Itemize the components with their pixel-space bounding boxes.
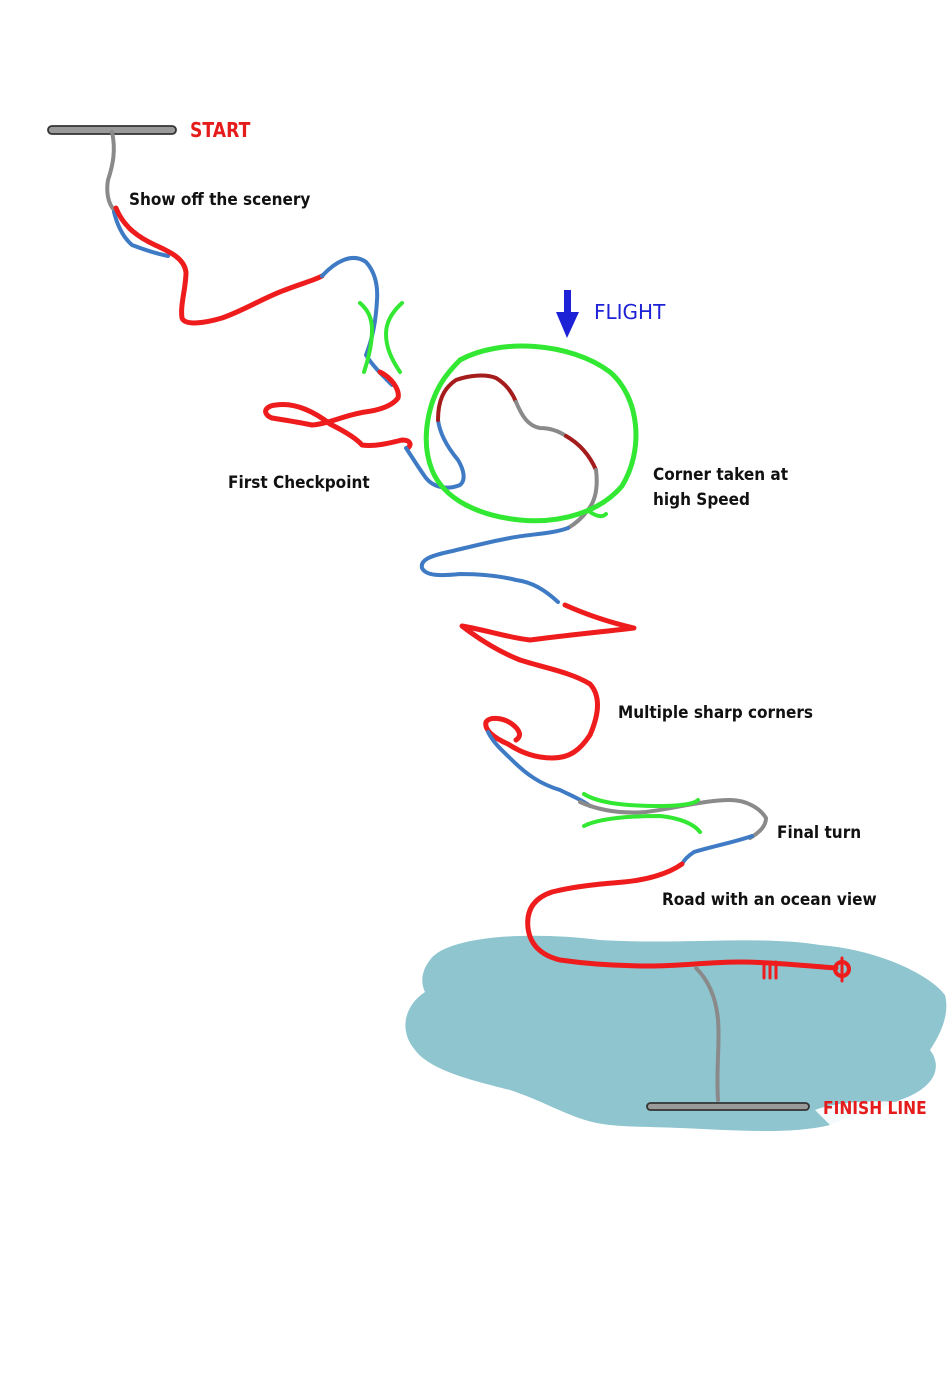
checkpoint-flight-circle: [423, 343, 639, 524]
track-segment-flight-loop-exit: [566, 468, 599, 530]
start-label: START: [190, 118, 251, 142]
ocean-area: [405, 935, 947, 1132]
finish-bar-icon: [646, 1102, 810, 1111]
track-segment-flight-loop-right: [564, 434, 598, 472]
track-segment-flight-loop-mid: [514, 400, 568, 438]
track-segment-start-connector: [105, 130, 116, 212]
track-segment-final-exit: [680, 834, 754, 866]
checkpoint-bracket-icon: [358, 301, 404, 374]
ocean-view-label: Road with an ocean view: [662, 890, 877, 910]
checkpoint-markers: [358, 301, 702, 834]
track-segment-final-turn: [578, 798, 768, 840]
track-segment-sharp-corners: [459, 602, 637, 761]
track-segment-hairpin: [263, 369, 413, 451]
finish-label: FINISH LINE: [823, 1098, 927, 1119]
track-segment-flight-loop-top: [436, 373, 518, 422]
track-segment-ocean-road: [525, 861, 839, 971]
sharp-corners-label: Multiple sharp corners: [618, 703, 814, 723]
first-checkpoint-label: First Checkpoint: [228, 473, 370, 493]
track-segment-finish-connector: [694, 966, 721, 1102]
scenery-label: Show off the scenery: [129, 190, 311, 210]
water-highlight: [815, 1101, 935, 1126]
track-segment-scenery: [113, 205, 325, 326]
track-segment-scenery-edge: [112, 210, 170, 258]
track-segment-hump: [320, 256, 394, 387]
water-shape: [405, 935, 947, 1132]
corner-label-line1: Corner taken at: [653, 465, 789, 485]
checkpoint-final-bracket: [582, 792, 702, 834]
finish-connector: [694, 966, 721, 1102]
flight-arrow-icon: [556, 290, 579, 338]
corner-label-line2: high Speed: [653, 490, 750, 510]
track-segment-after-checkpoint: [404, 418, 466, 490]
track-end-marker-icon: [762, 956, 851, 983]
final-turn-label: Final turn: [777, 823, 862, 843]
track-segment-approach: [486, 730, 592, 808]
flight-label: FLIGHT: [594, 300, 666, 324]
track-segment-long-descent: [419, 526, 570, 604]
race-track: [105, 130, 839, 971]
